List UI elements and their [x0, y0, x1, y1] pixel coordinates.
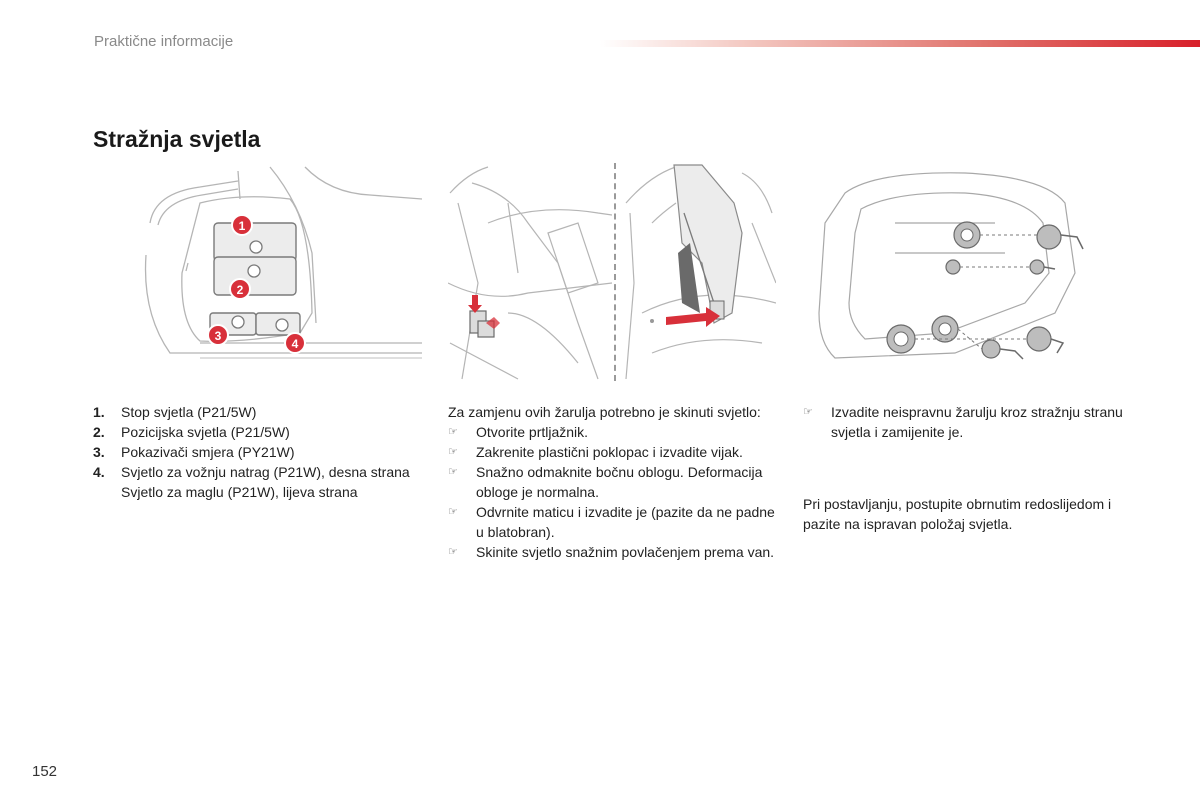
replacement-instructions: ☞ Izvadite neispravnu žarulju kroz stražn…	[803, 402, 1123, 534]
step-text: Izvadite neispravnu žarulju kroz stražnj…	[831, 404, 1123, 440]
page-number: 152	[32, 763, 58, 780]
legend-number: 1.	[93, 404, 105, 420]
reassembly-note: Pri postavljanju, postupite obrnutim red…	[803, 496, 1112, 532]
hand-pointer-icon: ☞	[803, 406, 813, 418]
step-item: ☞ Odvrnite maticu i izvadite je (pazite d…	[448, 502, 778, 542]
legend-text: Svjetlo za vožnju natrag (P21W), desna s…	[121, 464, 410, 500]
rear-light-diagram: 1 2 3 4	[140, 163, 422, 381]
step-item: ☞ Skinite svjetlo snažnim povlačenjem pre…	[448, 542, 778, 562]
legend-item: 3. Pokazivači smjera (PY21W)	[93, 442, 423, 462]
legend-number: 3.	[93, 444, 105, 460]
step-text: Snažno odmaknite bočnu oblogu. Deformaci…	[476, 464, 763, 500]
callout-3	[207, 324, 229, 346]
step-text: Otvorite prtljažnik.	[476, 424, 589, 440]
callout-1-label: 1	[239, 219, 246, 233]
bulb-legend: 1. Stop svjetla (P21/5W) 2. Pozicijska svj…	[93, 402, 423, 502]
callout-3-label: 3	[215, 329, 222, 343]
legend-item: 1. Stop svjetla (P21/5W)	[93, 402, 423, 422]
callout-1	[231, 214, 253, 236]
instructions-intro: Za zamjenu ovih žarulja potrebno je skin…	[448, 404, 761, 420]
callout-2-label: 2	[237, 283, 244, 297]
section-header: Praktične informacije	[94, 33, 234, 50]
step-item: ☞ Zakrenite plastični poklopac i izvadite…	[448, 442, 778, 462]
step-item: ☞ Izvadite neispravnu žarulju kroz stražn…	[803, 402, 1123, 442]
legend-item: 2. Pozicijska svjetla (P21/5W)	[93, 422, 423, 442]
legend-number: 4.	[93, 464, 105, 480]
callout-4	[284, 332, 306, 354]
figure-divider	[614, 163, 616, 381]
legend-text: Stop svjetla (P21/5W)	[121, 404, 257, 420]
callout-2	[229, 278, 251, 300]
header-accent-bar	[600, 40, 1200, 47]
trunk-cover-diagram	[448, 163, 612, 381]
hand-pointer-icon: ☞	[448, 426, 458, 438]
hand-pointer-icon: ☞	[448, 466, 458, 478]
callout-4-label: 4	[292, 337, 299, 351]
legend-text: Pokazivači smjera (PY21W)	[121, 444, 295, 460]
hand-pointer-icon: ☞	[448, 446, 458, 458]
bulb-holder-diagram	[805, 163, 1095, 381]
hand-pointer-icon: ☞	[448, 506, 458, 518]
legend-item: 4. Svjetlo za vožnju natrag (P21W), desna…	[93, 462, 423, 502]
step-item: ☞ Snažno odmaknite bočnu oblogu. Deformac…	[448, 462, 778, 502]
side-trim-diagram	[622, 163, 776, 381]
step-text: Odvrnite maticu i izvadite je (pazite da…	[476, 504, 775, 540]
step-text: Skinite svjetlo snažnim povlačenjem prem…	[476, 544, 775, 560]
legend-text: Pozicijska svjetla (P21/5W)	[121, 424, 290, 440]
page-title: Stražnja svjetla	[93, 126, 261, 152]
step-text: Zakrenite plastični poklopac i izvadite …	[476, 444, 743, 460]
hand-pointer-icon: ☞	[448, 546, 458, 558]
step-item: ☞ Otvorite prtljažnik.	[448, 422, 778, 442]
removal-instructions: Za zamjenu ovih žarulja potrebno je skin…	[448, 402, 778, 562]
legend-number: 2.	[93, 424, 105, 440]
